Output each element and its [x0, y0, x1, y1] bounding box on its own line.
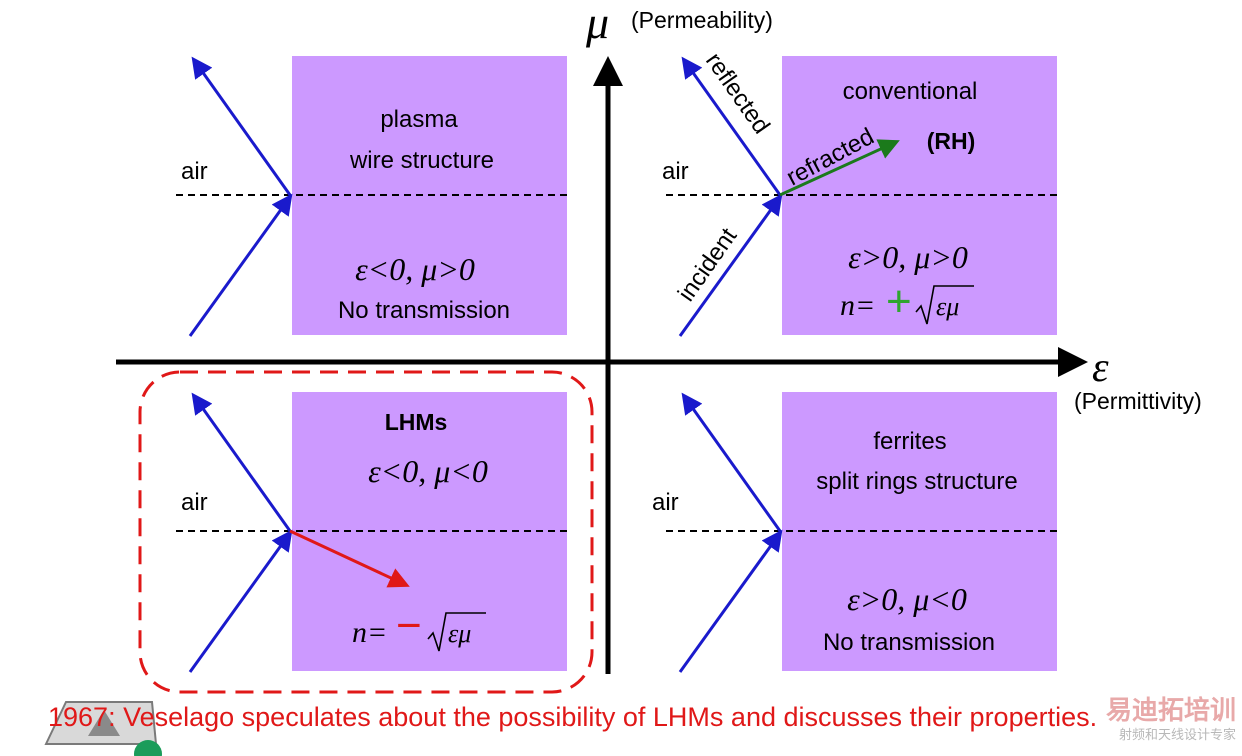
sqrt-sign-bottom-left — [427, 612, 486, 652]
minus-sign: − — [396, 601, 422, 650]
mu-axis-label: (Permeability) — [631, 7, 773, 33]
root-top-right: εμ — [936, 292, 959, 321]
conventional-label: conventional — [843, 78, 978, 105]
watermark-subtitle: 射频和天线设计专家 — [1118, 728, 1236, 743]
reflected-ray-top-right — [681, 56, 782, 196]
refracted-ray-top-right — [779, 139, 900, 197]
incident-ray-top-left — [188, 193, 293, 337]
root-bottom-left: εμ — [448, 619, 471, 648]
lhms-label: LHMs — [385, 409, 448, 435]
no-transmission-top-left: No transmission — [338, 297, 510, 324]
negative-refracted-ray — [289, 529, 410, 588]
condition-top-left: ε<0, μ>0 — [355, 251, 475, 287]
ferrites-label: ferrites — [873, 428, 946, 455]
epsilon-axis-label: (Permittivity) — [1074, 388, 1202, 414]
plasma-label: plasma — [380, 106, 458, 133]
reflected-ray-bottom-left — [191, 392, 292, 532]
sqrt-sign-top-right — [915, 285, 974, 325]
lhm-highlight-frame — [138, 370, 594, 694]
incident-ray-bottom-right — [678, 529, 783, 673]
rh-label: (RH) — [927, 128, 976, 154]
condition-top-right: ε>0, μ>0 — [848, 239, 968, 275]
air-label-bottom-left: air — [181, 489, 208, 516]
reflected-ray-top-left — [191, 56, 292, 196]
n-prefix-top-right: n= — [840, 289, 875, 322]
condition-bottom-left: ε<0, μ<0 — [368, 453, 488, 489]
incident-ray-bottom-left — [188, 529, 293, 673]
reflected-label: reflected — [700, 48, 775, 139]
wire-structure-label: wire structure — [349, 147, 494, 174]
incident-ray-top-right — [678, 193, 783, 337]
split-rings-label: split rings structure — [816, 468, 1017, 495]
air-label-bottom-right: air — [652, 489, 679, 516]
plus-sign: + — [886, 277, 912, 326]
mu-axis-symbol: μ — [585, 0, 609, 48]
air-label-top-right: air — [662, 158, 689, 185]
epsilon-axis-symbol: ε — [1092, 345, 1109, 391]
caption: 1967: Veselago speculates about the poss… — [48, 702, 1098, 732]
no-transmission-bottom-right: No transmission — [823, 629, 995, 656]
air-label-top-left: air — [181, 158, 208, 185]
n-prefix-bottom-left: n= — [352, 616, 387, 649]
condition-bottom-right: ε>0, μ<0 — [847, 581, 967, 617]
watermark-title: 易迪拓培训 — [1105, 696, 1236, 726]
reflected-ray-bottom-right — [681, 392, 782, 532]
